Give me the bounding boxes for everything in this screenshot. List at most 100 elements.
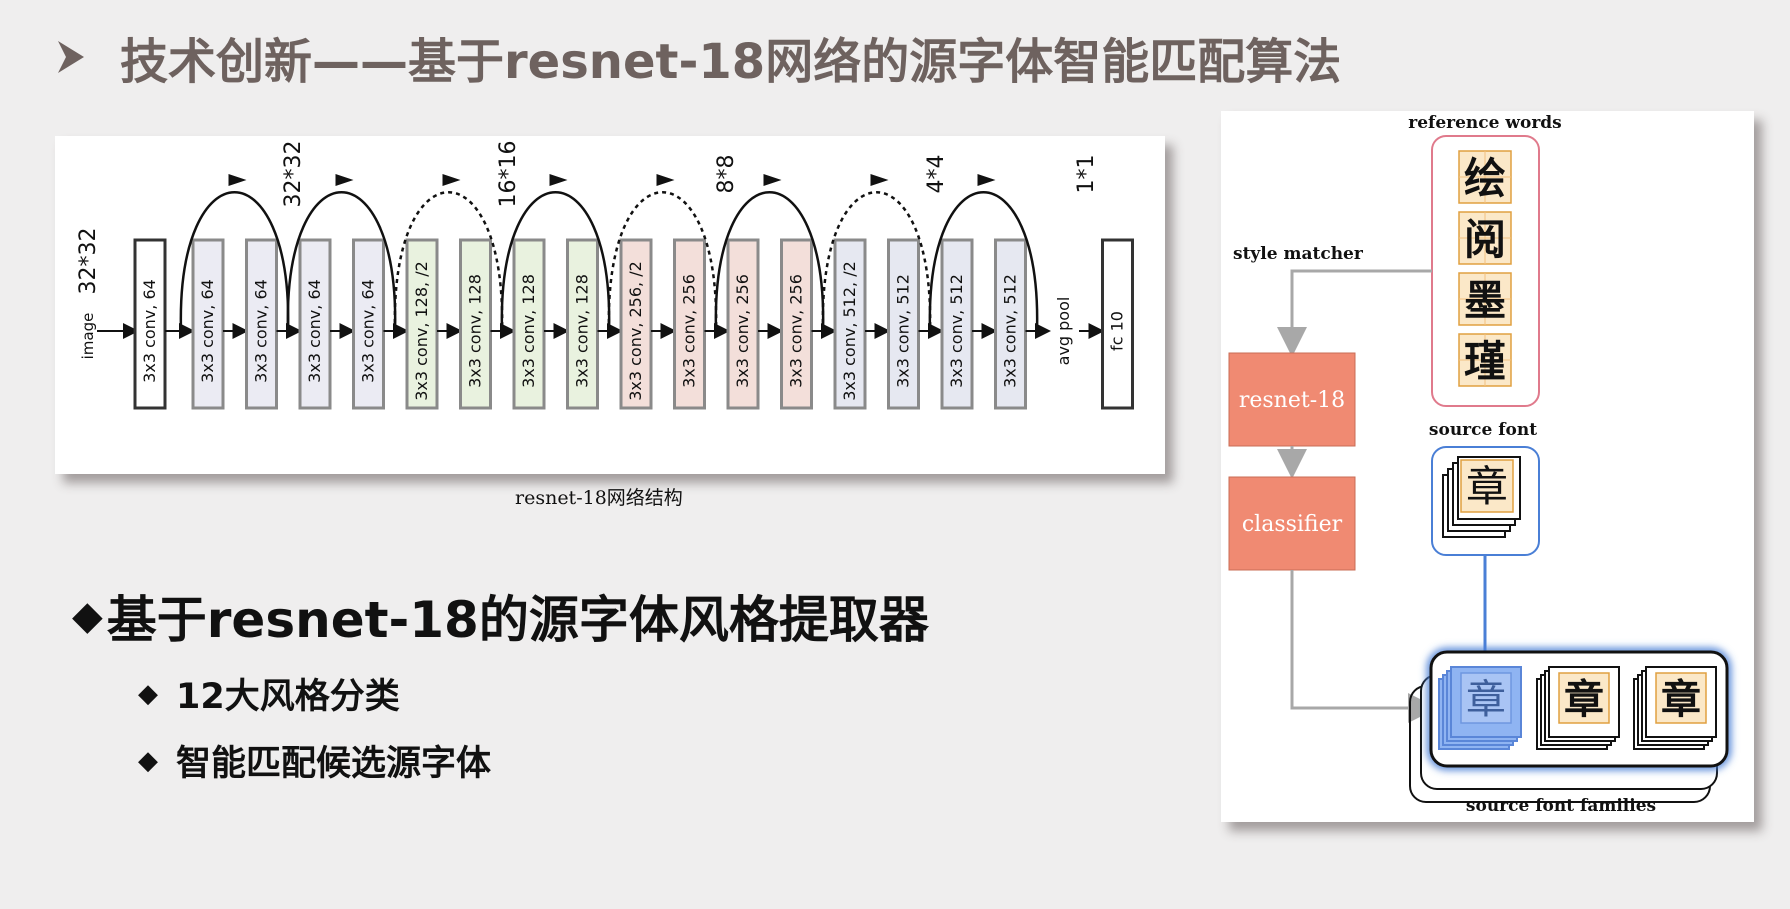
matcher-connector: [1277, 269, 1432, 357]
skip-connection: [500, 191, 611, 332]
feature-size-label: 1*1: [1074, 155, 1099, 194]
layer-label: 3x3 conv, 64: [252, 279, 271, 383]
layer-label: 3x3 conv, 64: [198, 279, 217, 383]
layer-label: 3x3 conv, 128: [573, 274, 592, 388]
classifier-block: [1228, 476, 1356, 571]
layer-label: fc 10: [1108, 311, 1127, 351]
skip-arrowhead: [870, 174, 889, 186]
resnet-block-label: resnet-18: [1239, 388, 1345, 413]
layer-block: [833, 238, 867, 410]
layer-label: 3x3 conv, 512: [1001, 274, 1020, 388]
layer-block: [512, 238, 546, 410]
layer-label: 3x3 conv, 128, /2: [412, 261, 431, 401]
skip-connection: [393, 191, 504, 332]
slide-title: 技术创新——基于resnet-18网络的源字体智能匹配算法: [56, 22, 1341, 92]
layer-block: [619, 238, 653, 410]
style-matcher-label: style matcher: [1233, 244, 1364, 264]
main-bullet: ◆ 基于resnet-18的源字体风格提取器: [72, 580, 929, 652]
layer-label: 3x3 conv, 256: [680, 274, 699, 388]
layer-block: [566, 238, 599, 410]
diamond-bullet-icon: ◆: [138, 745, 158, 776]
layer-label: 3x3 conv, 64: [359, 279, 378, 383]
source-font-label: source font: [1429, 420, 1537, 440]
skip-arrowhead: [549, 174, 568, 186]
reference-words-label: reference words: [1408, 113, 1562, 133]
input-label: image: [79, 313, 97, 360]
feature-size-label: 16*16: [496, 141, 521, 208]
layer-label: 3x3 conv, 512, /2: [840, 261, 859, 401]
reference-char: 墨: [1464, 276, 1506, 325]
skip-connection: [607, 191, 718, 332]
layer-block: [191, 238, 225, 410]
layer-block: [726, 238, 760, 410]
reference-char: 瑾: [1464, 337, 1506, 386]
skip-arrowhead: [442, 174, 461, 186]
layer-label: 3x3 conv, 256: [787, 274, 806, 388]
feature-size-label: 4*4: [924, 155, 949, 194]
feature-size-label: 32*32: [281, 141, 306, 208]
skip-connection: [928, 191, 1039, 332]
char-cell: [1460, 459, 1514, 513]
skip-connection: [286, 191, 397, 332]
classifier-block-label: classifier: [1242, 512, 1343, 537]
diamond-bullet-icon: ◆: [138, 678, 158, 709]
sub-bullet-text: 智能匹配候选源字体: [176, 744, 492, 784]
feature-size-label: 8*8: [714, 155, 739, 194]
family-char: 章: [1564, 677, 1604, 723]
layer-label: 3x3 conv, 128: [466, 274, 485, 388]
diamond-bullet-icon: ◆: [72, 593, 103, 639]
arrow-bullet-icon: [58, 41, 84, 73]
layer-block: [780, 238, 813, 410]
layer-block: [994, 238, 1027, 410]
resnet-diagram: image 3x3 conv, 64 3x3 conv, 64 3x3 conv, 6…: [55, 136, 1165, 474]
reference-char: 阅: [1464, 215, 1506, 264]
skip-connection: [821, 191, 932, 332]
resnet-block: [1228, 352, 1356, 447]
families-label: source font families: [1466, 796, 1656, 816]
layer-label: 3x3 conv, 256, /2: [626, 261, 645, 401]
sub-bullet-text: 12大风格分类: [176, 677, 400, 717]
layer-block: [673, 238, 706, 410]
layer-block: [352, 238, 385, 410]
layer-block: [245, 238, 278, 410]
style-matcher-figure: reference words 绘阅墨瑾 style matcher resne…: [1221, 111, 1754, 822]
layer-label: 3x3 conv, 64: [140, 279, 159, 383]
classifier-connector: [1290, 570, 1438, 723]
layer-block: [887, 238, 920, 410]
layer-label: 3x3 conv, 128: [519, 274, 538, 388]
layer-label: 3x3 conv, 64: [305, 279, 324, 383]
reference-char: 绘: [1464, 154, 1506, 203]
network-caption: resnet-18网络结构: [515, 487, 683, 509]
feature-size-label: 32*32: [76, 228, 101, 295]
source-char: 章: [1466, 462, 1508, 511]
layer-label: 3x3 conv, 512: [894, 274, 913, 388]
layer-label: 3x3 conv, 256: [733, 274, 752, 388]
layer-block: [405, 238, 439, 410]
layer-block: [1101, 238, 1134, 410]
sub-bullet-2: ◆ 智能匹配候选源字体: [138, 735, 491, 786]
main-bullet-text: 基于resnet-18的源字体风格提取器: [106, 591, 929, 649]
layer-block: [133, 238, 167, 410]
resnet-architecture-svg: image 3x3 conv, 64 3x3 conv, 64 3x3 conv, 6…: [76, 141, 1134, 410]
skip-arrowhead: [335, 174, 354, 186]
sub-bullet-1: ◆ 12大风格分类: [138, 668, 400, 719]
char-cell: [1558, 672, 1610, 724]
skip-arrowhead: [977, 174, 996, 186]
layer-block: [459, 238, 492, 410]
layer-label: avg pool: [1054, 297, 1073, 366]
char-cell: [1655, 672, 1707, 724]
family-char: 章: [1466, 677, 1506, 723]
layer-block: [940, 238, 974, 410]
skip-arrowhead: [763, 174, 782, 186]
source-font-stack: 章: [1442, 456, 1521, 538]
layer-label: 3x3 conv, 512: [947, 274, 966, 388]
family-char: 章: [1661, 677, 1701, 723]
skip-arrowhead: [656, 174, 675, 186]
skip-arrowhead: [228, 174, 247, 186]
title-text: 技术创新——基于resnet-18网络的源字体智能匹配算法: [120, 34, 1342, 90]
skip-connection: [179, 191, 290, 332]
char-cell: [1460, 672, 1512, 724]
family-cards: 章章章: [1438, 666, 1717, 750]
